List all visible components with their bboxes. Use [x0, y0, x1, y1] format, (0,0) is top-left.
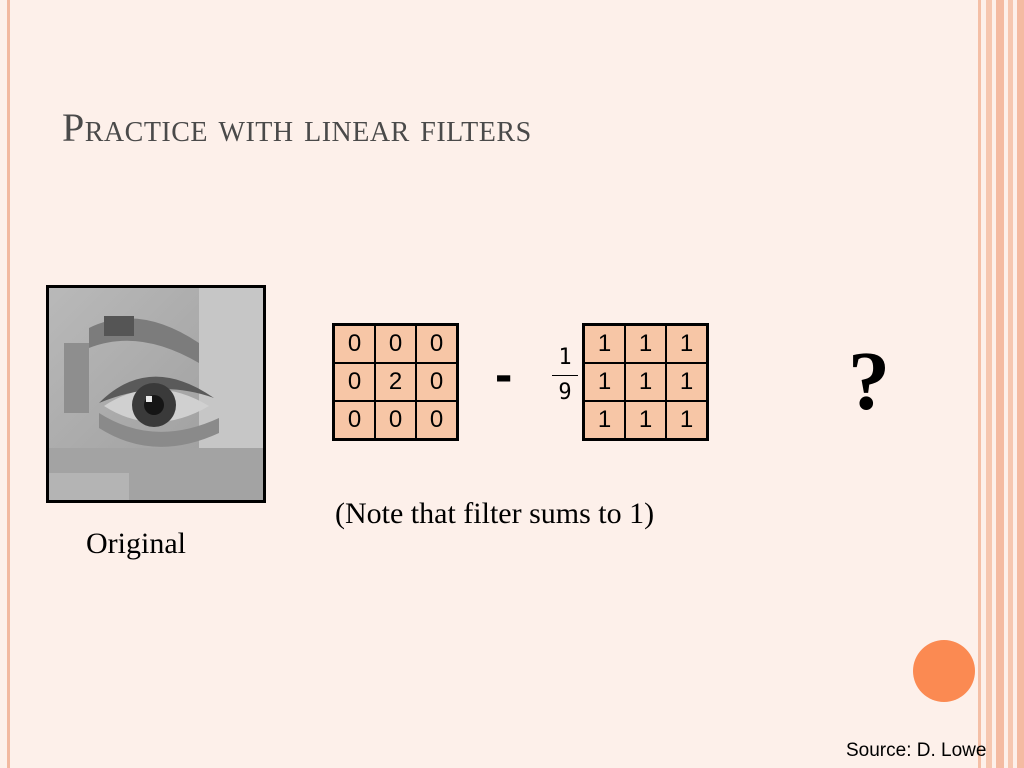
right-border-stripe [996, 0, 1004, 768]
box-kernel: 1 1 1 1 1 1 1 1 1 [582, 323, 709, 441]
filter-note: (Note that filter sums to 1) [335, 497, 655, 530]
kernel-cell: 1 [582, 362, 626, 402]
original-caption: Original [86, 527, 186, 560]
impulse-kernel: 0 0 0 0 2 0 0 0 0 [332, 323, 459, 441]
kernel-cell: 1 [665, 323, 709, 364]
kernel-cell: 1 [665, 400, 709, 441]
kernel-cell: 1 [624, 362, 667, 402]
kernel-cell: 1 [624, 323, 667, 364]
result-question-mark: ? [848, 335, 890, 428]
fraction-bar [552, 375, 578, 376]
minus-operator: - [495, 346, 513, 404]
kernel-cell: 1 [665, 362, 709, 402]
kernel-cell: 0 [374, 323, 417, 364]
kernel-cell: 0 [415, 323, 459, 364]
right-border-stripe [1017, 0, 1024, 768]
source-credit: Source: D. Lowe [846, 740, 987, 761]
right-border-stripe [986, 0, 992, 768]
scale-fraction: 1 9 [552, 345, 578, 406]
kernel-cell: 0 [332, 362, 376, 402]
original-image [46, 285, 266, 503]
eye-image [49, 288, 263, 500]
kernel-cell: 0 [415, 400, 459, 441]
kernel-cell: 0 [332, 323, 376, 364]
slide-title: Practice with linear filters [62, 105, 532, 150]
kernel-cell: 2 [374, 362, 417, 402]
left-border-stripe [7, 0, 10, 768]
kernel-cell: 0 [415, 362, 459, 402]
decorative-dot [913, 640, 975, 702]
kernel-cell: 0 [332, 400, 376, 441]
kernel-cell: 1 [624, 400, 667, 441]
kernel-cell: 1 [582, 400, 626, 441]
fraction-denominator: 9 [558, 380, 572, 405]
kernel-cell: 1 [582, 323, 626, 364]
right-border-stripe [1008, 0, 1013, 768]
fraction-numerator: 1 [558, 345, 572, 370]
kernel-cell: 0 [374, 400, 417, 441]
right-border-stripe [978, 0, 981, 768]
